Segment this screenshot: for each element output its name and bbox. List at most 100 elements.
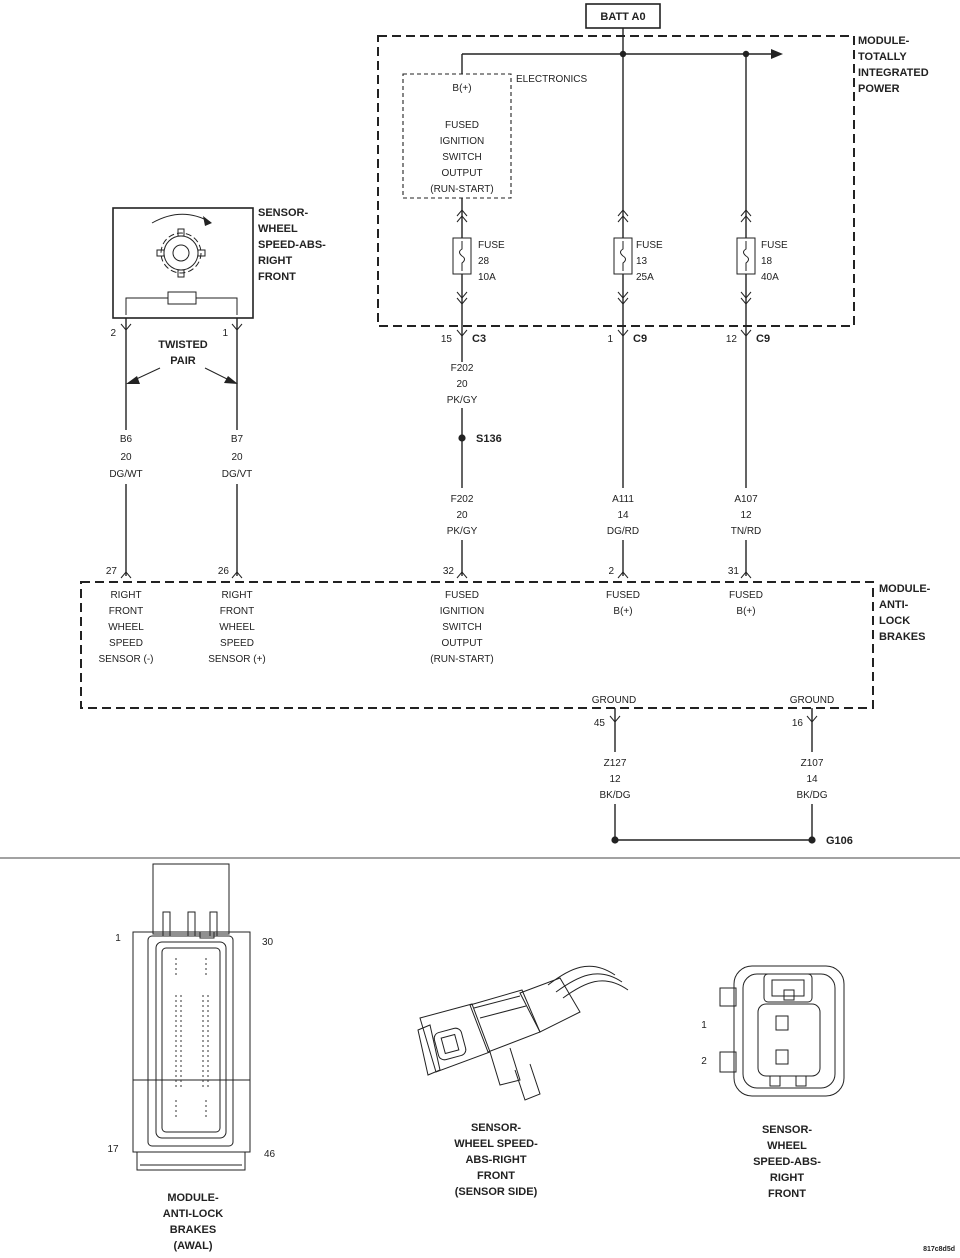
wire-b6-label: B6 20 DG/WT xyxy=(109,434,142,480)
svg-text:2: 2 xyxy=(110,328,116,339)
connector-c3: 15 C3 xyxy=(441,320,486,345)
twisted-pair-label: TWISTED PAIR xyxy=(158,339,208,367)
svg-text:WHEEL: WHEEL xyxy=(108,622,144,633)
svg-text:MODULE-: MODULE- xyxy=(167,1192,219,1204)
svg-text:20: 20 xyxy=(120,452,132,463)
svg-text:FUSED: FUSED xyxy=(445,590,479,601)
wire-z107-label: Z107 14 BK/DG xyxy=(796,758,827,801)
abs-connector-view: 1 30 17 46 xyxy=(107,863,276,1171)
fuse-18: FUSE 18 40A xyxy=(736,209,788,320)
abs-module-box xyxy=(80,581,874,709)
svg-text:B(+): B(+) xyxy=(613,606,632,617)
b-plus-label: B(+) xyxy=(452,83,471,94)
svg-text:2: 2 xyxy=(608,566,614,577)
arrow-left-icon xyxy=(126,376,140,384)
svg-text:RIGHT: RIGHT xyxy=(221,590,252,601)
svg-text:27: 27 xyxy=(106,566,118,577)
svg-text:SENSOR (+): SENSOR (+) xyxy=(208,654,266,665)
bus-arrow-icon xyxy=(771,49,783,59)
resistor-icon xyxy=(167,291,197,305)
svg-text:A107: A107 xyxy=(734,494,758,505)
svg-text:BK/DG: BK/DG xyxy=(796,790,827,801)
svg-text:1: 1 xyxy=(115,933,121,944)
sensor-face-view: 1 2 xyxy=(701,965,845,1097)
svg-text:18: 18 xyxy=(761,256,773,267)
svg-text:(RUN-START): (RUN-START) xyxy=(430,184,494,195)
svg-text:TN/RD: TN/RD xyxy=(731,526,762,537)
svg-text:DG/RD: DG/RD xyxy=(607,526,639,537)
svg-text:OUTPUT: OUTPUT xyxy=(441,638,482,649)
abs-title: MODULE- ANTI- LOCK BRAKES xyxy=(879,583,931,643)
tipm-title: MODULE- TOTALLY INTEGRATED POWER xyxy=(858,35,929,95)
svg-text:FRONT: FRONT xyxy=(109,606,143,617)
svg-text:MODULE-: MODULE- xyxy=(858,35,910,47)
svg-text:46: 46 xyxy=(264,1149,276,1160)
fuse-13: FUSE 13 25A xyxy=(613,209,663,320)
svg-text:SENSOR-: SENSOR- xyxy=(258,207,308,219)
svg-text:13: 13 xyxy=(636,256,648,267)
svg-text:SWITCH: SWITCH xyxy=(442,622,481,633)
svg-text:SENSOR-: SENSOR- xyxy=(471,1122,521,1134)
svg-text:(RUN-START): (RUN-START) xyxy=(430,654,494,665)
svg-text:12: 12 xyxy=(726,334,738,345)
svg-text:RIGHT: RIGHT xyxy=(110,590,141,601)
svg-text:BK/DG: BK/DG xyxy=(599,790,630,801)
wire-z127-label: Z127 12 BK/DG xyxy=(599,758,630,801)
svg-text:28: 28 xyxy=(478,256,490,267)
svg-text:40A: 40A xyxy=(761,272,779,283)
svg-text:TOTALLY: TOTALLY xyxy=(858,51,907,63)
batt-label: BATT A0 xyxy=(600,11,645,23)
svg-text:12: 12 xyxy=(740,510,752,521)
svg-text:FRONT: FRONT xyxy=(477,1170,515,1182)
svg-text:Z127: Z127 xyxy=(604,758,627,769)
abs-connector-caption: MODULE- ANTI-LOCK BRAKES (AWAL) xyxy=(163,1192,224,1252)
abs-pin-31: 31 FUSED B(+) xyxy=(728,566,763,617)
svg-text:SENSOR (-): SENSOR (-) xyxy=(99,654,154,665)
svg-text:FUSED: FUSED xyxy=(729,590,763,601)
arrow-right-icon xyxy=(224,376,238,384)
svg-text:10A: 10A xyxy=(478,272,496,283)
ground-point-g106 xyxy=(808,836,816,844)
splice-s136 xyxy=(458,434,466,442)
svg-text:1: 1 xyxy=(701,1020,707,1031)
svg-text:A111: A111 xyxy=(612,494,634,505)
svg-text:14: 14 xyxy=(617,510,629,521)
abs-pin-2: 2 FUSED B(+) xyxy=(606,566,640,617)
wire-a107-label: A107 12 TN/RD xyxy=(731,494,762,537)
svg-text:OUTPUT: OUTPUT xyxy=(441,168,482,179)
svg-text:1: 1 xyxy=(222,328,228,339)
wire-b7-label: B7 20 DG/VT xyxy=(222,434,253,480)
svg-text:C9: C9 xyxy=(756,333,770,345)
abs-pin-32: 32 FUSED IGNITION SWITCH OUTPUT (RUN-STA… xyxy=(430,566,494,665)
fuse-element-icon xyxy=(459,241,465,271)
wire-a111-label: A111 14 DG/RD xyxy=(607,494,639,537)
svg-text:BRAKES: BRAKES xyxy=(170,1224,216,1236)
svg-text:20: 20 xyxy=(456,510,468,521)
svg-text:SENSOR-: SENSOR- xyxy=(762,1124,812,1136)
svg-text:B(+): B(+) xyxy=(736,606,755,617)
svg-text:ABS-RIGHT: ABS-RIGHT xyxy=(465,1154,526,1166)
sensor-side-caption: SENSOR- WHEEL SPEED- ABS-RIGHT FRONT (SE… xyxy=(454,1122,538,1198)
svg-text:BRAKES: BRAKES xyxy=(879,631,925,643)
svg-text:MODULE-: MODULE- xyxy=(879,583,931,595)
svg-text:25A: 25A xyxy=(636,272,654,283)
electronics-output-label: FUSED IGNITION SWITCH OUTPUT (RUN-START) xyxy=(430,120,494,195)
abs-ground-45: GROUND 45 xyxy=(592,695,636,752)
fuse-28: FUSE 28 10A xyxy=(452,209,505,320)
svg-text:WHEEL: WHEEL xyxy=(219,622,255,633)
svg-text:C3: C3 xyxy=(472,333,486,345)
connector-c9-a: 1 C9 xyxy=(607,320,647,345)
svg-text:WHEEL SPEED-: WHEEL SPEED- xyxy=(454,1138,538,1150)
svg-text:ANTI-: ANTI- xyxy=(879,599,909,611)
svg-text:B6: B6 xyxy=(120,434,133,445)
svg-text:C9: C9 xyxy=(633,333,647,345)
gear-icon xyxy=(156,228,206,278)
svg-text:PK/GY: PK/GY xyxy=(447,395,478,406)
svg-text:PK/GY: PK/GY xyxy=(447,526,478,537)
svg-text:FRONT: FRONT xyxy=(258,271,296,283)
ground-label: G106 xyxy=(826,835,853,847)
electronics-box xyxy=(402,73,512,199)
sensor-pin-1: 1 xyxy=(222,318,243,430)
svg-text:ANTI-LOCK: ANTI-LOCK xyxy=(163,1208,224,1220)
svg-text:FUSE: FUSE xyxy=(478,240,505,251)
